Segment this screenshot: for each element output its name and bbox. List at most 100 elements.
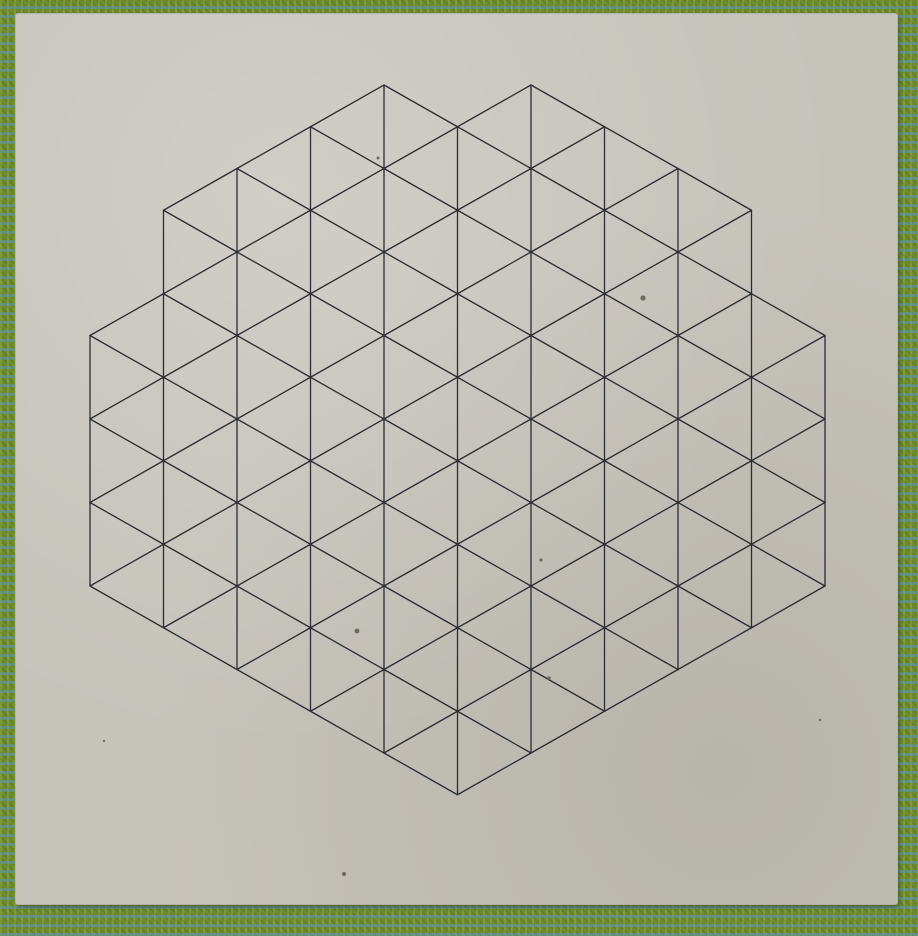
grid-line <box>89 501 165 545</box>
grid-line <box>383 710 459 754</box>
grid-line <box>456 293 532 337</box>
grid-line <box>603 167 679 211</box>
grid-line <box>309 418 385 462</box>
grid-line <box>456 126 532 170</box>
grid-line <box>530 501 606 545</box>
paper-speck <box>354 628 360 634</box>
grid-line <box>530 126 606 170</box>
grid-line <box>162 209 238 253</box>
grid-line <box>162 501 238 545</box>
grid-line <box>456 84 532 128</box>
grid-line <box>677 167 753 211</box>
grid-line <box>162 418 238 462</box>
grid-line <box>236 668 312 712</box>
grid-line <box>236 460 312 504</box>
grid-line <box>383 293 459 337</box>
grid-line <box>750 418 826 462</box>
grid-line <box>603 209 679 253</box>
grid-line <box>530 334 606 378</box>
grid-line <box>677 293 753 337</box>
grid-line <box>456 334 532 378</box>
paper-speck <box>539 558 543 562</box>
grid-line <box>750 585 826 629</box>
grid-line <box>383 334 459 378</box>
grid-line <box>383 543 459 587</box>
grid-line <box>603 627 679 671</box>
grid-line <box>677 543 753 587</box>
grid-line <box>530 668 606 712</box>
grid-line <box>456 627 532 671</box>
grid-line <box>309 501 385 545</box>
grid-line <box>603 293 679 337</box>
grid-line <box>309 84 385 128</box>
grid-line <box>383 209 459 253</box>
grid-line <box>89 418 165 462</box>
paper-speck <box>102 739 106 743</box>
grid-line <box>162 376 238 420</box>
grid-line <box>236 627 312 671</box>
grid-line <box>750 501 826 545</box>
grid-line <box>677 585 753 629</box>
grid-line <box>162 334 238 378</box>
grid-line <box>603 585 679 629</box>
grid-line <box>383 668 459 712</box>
grid-lines <box>89 84 826 796</box>
grid-line <box>89 585 165 629</box>
grid-line <box>383 418 459 462</box>
grid-line <box>456 209 532 253</box>
grid-line <box>383 752 459 796</box>
grid-line <box>236 501 312 545</box>
paper-speck <box>547 676 551 680</box>
grid-line <box>456 418 532 462</box>
grid-line <box>456 376 532 420</box>
grid-line <box>236 167 312 211</box>
grid-line <box>309 334 385 378</box>
grid-line <box>162 627 238 671</box>
grid-line <box>750 543 826 587</box>
grid-line <box>236 418 312 462</box>
grid-line <box>309 543 385 587</box>
grid-line <box>162 251 238 295</box>
grid-line <box>383 585 459 629</box>
grid-line <box>603 668 679 712</box>
grid-line <box>677 460 753 504</box>
grid-line <box>677 501 753 545</box>
paper-speck <box>342 872 346 876</box>
grid-line <box>383 627 459 671</box>
grid-line <box>236 251 312 295</box>
grid-line <box>309 293 385 337</box>
grid-line <box>456 460 532 504</box>
grid-line <box>530 84 606 128</box>
grid-line <box>162 293 238 337</box>
grid-line <box>456 251 532 295</box>
grid-line <box>236 209 312 253</box>
grid-line <box>309 710 385 754</box>
paper-speck <box>640 295 646 301</box>
grid-line <box>309 251 385 295</box>
grid-line <box>530 293 606 337</box>
grid-line <box>89 460 165 504</box>
grid-line <box>456 668 532 712</box>
grid-line <box>530 376 606 420</box>
grid-line <box>309 585 385 629</box>
grid-line <box>530 167 606 211</box>
grid-line <box>603 376 679 420</box>
grid-line <box>456 710 532 754</box>
grid-line <box>89 376 165 420</box>
grid-line <box>456 167 532 211</box>
grid-line <box>677 334 753 378</box>
grid-line <box>89 543 165 587</box>
grid-line <box>530 627 606 671</box>
grid-line <box>309 376 385 420</box>
grid-line <box>236 293 312 337</box>
grid-line <box>383 501 459 545</box>
grid-line <box>236 126 312 170</box>
grid-line <box>603 251 679 295</box>
grid-line <box>677 209 753 253</box>
grid-line <box>530 543 606 587</box>
grid-line <box>456 585 532 629</box>
grid-line <box>456 543 532 587</box>
grid-line <box>750 376 826 420</box>
grid-line <box>456 501 532 545</box>
